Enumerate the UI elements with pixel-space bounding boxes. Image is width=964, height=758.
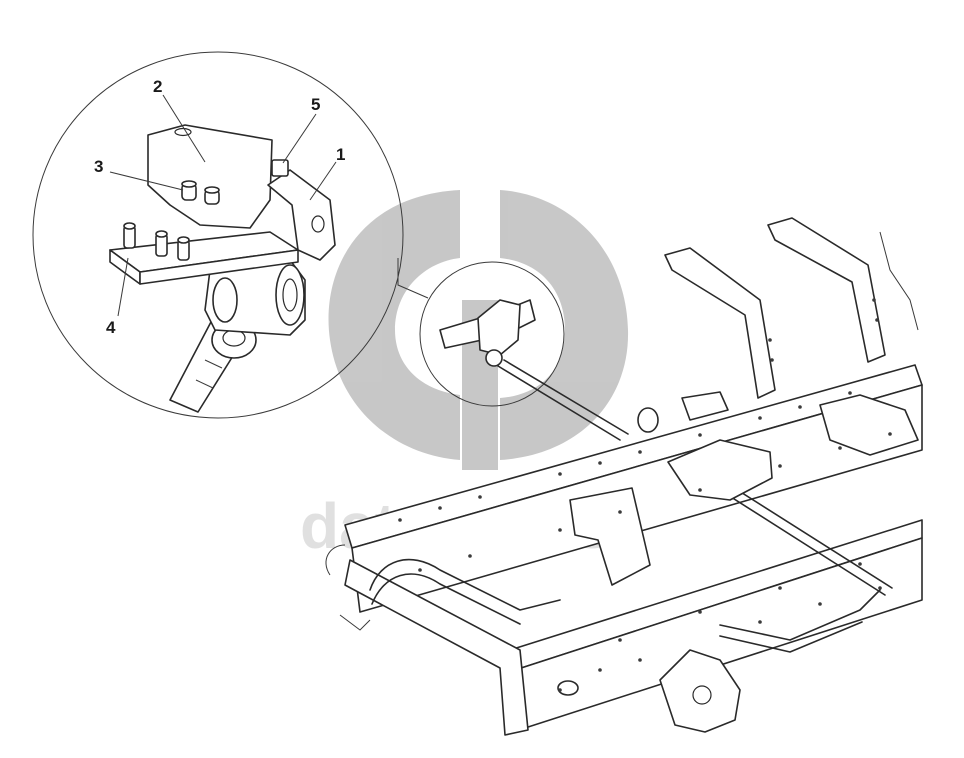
rod-detail	[195, 359, 223, 389]
frame-rear-detail	[879, 231, 919, 331]
front-cross-member	[344, 559, 529, 736]
upper-bracket	[147, 124, 273, 229]
drag-link	[719, 483, 893, 596]
small-block	[681, 391, 729, 421]
detail-leader-line	[397, 258, 429, 299]
upper-bracket-hole	[174, 127, 192, 137]
bushing-left	[212, 277, 238, 323]
callout-4: 4	[106, 318, 116, 337]
side-plate	[267, 169, 336, 261]
stabilizer-bar	[369, 558, 561, 625]
front-detail	[339, 614, 371, 631]
cross-member-rear-1	[664, 247, 776, 399]
lower-flange-front	[139, 249, 299, 285]
detail-circle	[32, 51, 404, 419]
watermark-logo-left	[328, 190, 460, 460]
rivet-holes	[398, 298, 892, 692]
callout-3: 3	[94, 157, 103, 176]
mid-bracket	[569, 487, 651, 586]
cross-member-rear-2	[767, 217, 886, 363]
nut	[271, 159, 289, 177]
bolts-lower	[123, 222, 190, 261]
detail-view: 1 2 3 4 5	[32, 51, 429, 419]
callout-2: 2	[153, 77, 162, 96]
spring-hanger-eye	[692, 685, 712, 705]
locator-rod	[497, 359, 629, 441]
small-knob	[637, 407, 659, 433]
callout-1: 1	[336, 145, 345, 164]
locator-circle	[419, 261, 565, 407]
side-plate-hole	[311, 215, 325, 233]
stabilizer-bar-2	[719, 589, 881, 653]
bushing-hole	[282, 278, 298, 312]
front-hook	[325, 544, 346, 576]
locator-view	[419, 261, 629, 441]
crossmember-bracket	[819, 394, 919, 456]
locator-bracket	[477, 299, 521, 356]
small-bolt	[557, 680, 579, 696]
callout-leaders	[109, 94, 337, 317]
spacer-bushings	[181, 180, 220, 205]
watermark-logo-right	[500, 190, 629, 460]
chassis-frame	[325, 217, 923, 736]
link-bracket	[667, 439, 773, 501]
callout-5: 5	[311, 95, 320, 114]
locator-joint	[485, 349, 503, 367]
